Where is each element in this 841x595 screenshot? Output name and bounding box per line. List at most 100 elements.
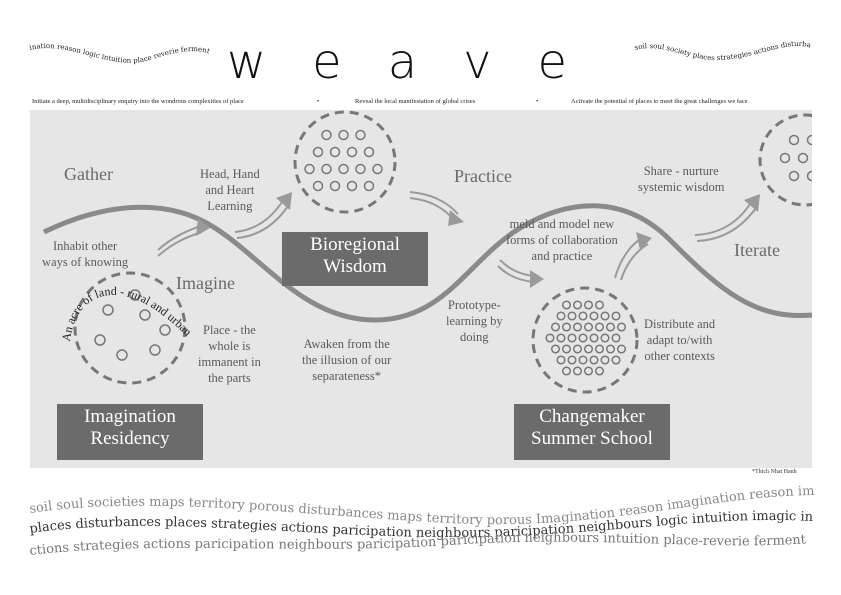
circle-dot xyxy=(338,129,349,141)
circle-dot xyxy=(129,289,141,301)
circle-dot xyxy=(806,134,812,146)
imagine-label: Imagine xyxy=(176,273,235,293)
banner: Initiate a deep, multidisciplinary enqui… xyxy=(30,96,812,110)
circle-dot xyxy=(616,322,627,332)
circle-dot xyxy=(583,344,594,354)
circle-dot xyxy=(572,322,583,332)
circle-dot xyxy=(346,146,358,158)
circle-dot xyxy=(94,334,106,346)
circle-dot xyxy=(572,366,583,376)
circle-dot xyxy=(329,146,341,158)
banner-item-3: Activate the potential of places to meet… xyxy=(571,98,748,105)
banner-item-2: Reveal the local manifestation of global… xyxy=(355,98,476,105)
gather-label: Gather xyxy=(64,164,113,184)
circle-dot xyxy=(321,163,332,175)
circle-dot xyxy=(572,344,583,354)
circle-dot xyxy=(561,366,572,376)
circle-dot xyxy=(561,322,572,332)
circle-dot xyxy=(556,355,566,365)
iterate-label: Iterate xyxy=(734,240,780,260)
logo-title: weave xyxy=(227,40,613,90)
circle-dot xyxy=(545,333,555,343)
diagram-graphics: An acre of land - rural and urban xyxy=(42,110,812,394)
circle-dot xyxy=(363,146,375,158)
circle-dot xyxy=(589,311,599,321)
diagram-panel: An acre of land - rural and urban Gather… xyxy=(30,110,812,468)
circle-dot xyxy=(567,333,577,343)
circle-dot xyxy=(102,304,114,316)
circle-dot xyxy=(611,311,621,321)
circle-dot xyxy=(321,129,332,141)
circle-dot xyxy=(578,355,588,365)
circle-dot xyxy=(578,333,588,343)
circle-dot xyxy=(355,163,366,175)
circle-dot xyxy=(594,366,605,376)
acre-arc-text: An acre of land - rural and urban xyxy=(59,284,195,342)
circle-dot xyxy=(556,311,566,321)
footnote: *Thich Nhat Hanh xyxy=(752,469,797,475)
circle-dot xyxy=(605,322,616,332)
banner-separator-1: • xyxy=(317,98,320,105)
circle-dot xyxy=(605,344,616,354)
circle-dot xyxy=(779,152,791,164)
circle-dot xyxy=(363,180,375,192)
circle-dot xyxy=(589,333,599,343)
circle-dot xyxy=(372,163,383,175)
circle-dot xyxy=(788,134,800,146)
circle-dot xyxy=(589,355,599,365)
circle-dot xyxy=(594,300,605,310)
banner-separator-2: • xyxy=(536,98,539,105)
circle-dot xyxy=(806,170,812,182)
circle-dot xyxy=(567,311,577,321)
circle-dot xyxy=(329,180,341,192)
circle-dot xyxy=(611,355,621,365)
circle-dot xyxy=(616,344,627,354)
circle-dot xyxy=(159,324,171,336)
circle-dot xyxy=(304,163,315,175)
circle-dot xyxy=(583,300,594,310)
circle-dot xyxy=(550,322,561,332)
circle-dots xyxy=(94,129,812,376)
circle-dot xyxy=(594,322,605,332)
circle-dot xyxy=(550,344,561,354)
circle-dot xyxy=(572,300,583,310)
circle-dot xyxy=(567,355,577,365)
circle-dot xyxy=(346,180,358,192)
circle-dot xyxy=(600,333,610,343)
weave-logo: ination reason logic intuition place rev… xyxy=(0,40,812,90)
footer-wave-text: soil soul societies maps territory porou… xyxy=(0,485,815,559)
banner-item-1: Initiate a deep, multidisciplinary enqui… xyxy=(32,98,244,105)
circle-dot xyxy=(611,333,621,343)
circle-dot xyxy=(312,180,324,192)
circle-dot xyxy=(561,300,572,310)
circle-dot xyxy=(788,170,800,182)
circle-dot xyxy=(312,146,324,158)
circle-dot xyxy=(556,333,566,343)
practice-label: Practice xyxy=(454,166,512,186)
circle-dot xyxy=(583,366,594,376)
circle-dot xyxy=(338,163,349,175)
circle-dot xyxy=(797,152,809,164)
circle-dot xyxy=(600,355,610,365)
circle-dot xyxy=(116,349,128,361)
circle-dot xyxy=(600,311,610,321)
arrow-heads xyxy=(196,192,760,288)
circle-dot xyxy=(583,322,594,332)
circles xyxy=(73,110,812,394)
circle-dot xyxy=(139,309,151,321)
circle-dot xyxy=(149,344,161,356)
circle-dot xyxy=(578,311,588,321)
circle-dot xyxy=(594,344,605,354)
left-wave-text: ination reason logic intuition place rev… xyxy=(0,40,211,65)
